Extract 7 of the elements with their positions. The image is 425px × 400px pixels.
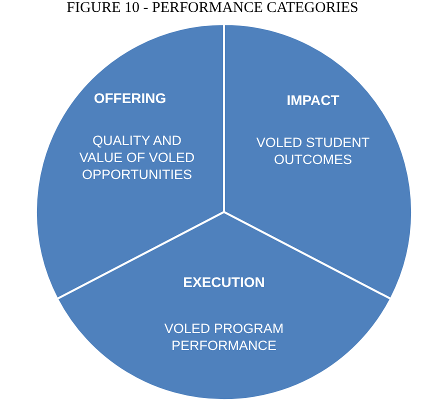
slice-description: QUALITY AND VALUE OF VOLED OPPORTUNITIES [78, 132, 196, 183]
figure-title: FIGURE 10 - PERFORMANCE CATEGORIES [66, 0, 360, 17]
slice-description: VOLED PROGRAM PERFORMANCE [163, 320, 285, 354]
slice-heading: EXECUTION [183, 274, 265, 291]
slice-heading: OFFERING [94, 90, 166, 107]
slice-description: VOLED STUDENT OUTCOMES [255, 134, 371, 168]
slice-heading: IMPACT [286, 92, 340, 109]
